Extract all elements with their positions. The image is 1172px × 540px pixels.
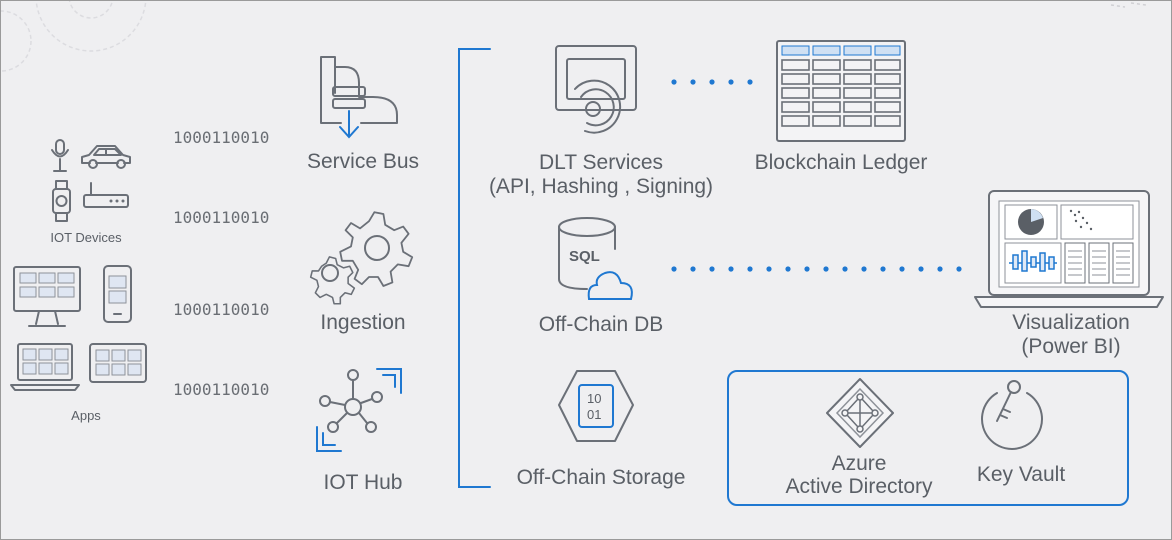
key-vault-icon (981, 380, 1043, 450)
dlt-services-icon (555, 45, 637, 134)
visualization-label-line2: (Power BI) (1021, 335, 1121, 358)
visualization-laptop-icon (974, 190, 1164, 308)
phone-icon (103, 265, 132, 323)
storage-bits-1: 10 (587, 391, 601, 406)
off-chain-db-label: Off-Chain DB (538, 313, 664, 336)
laptop-icon (10, 343, 80, 391)
sql-text: SQL (569, 248, 600, 265)
binary-stream: 1000110010 (173, 128, 269, 147)
key-vault-label: Key Vault (976, 463, 1066, 486)
storage-bits-2: 01 (587, 407, 601, 422)
sql-database-icon: SQL (558, 217, 633, 300)
azure-ad-label-line2: Active Directory (785, 475, 933, 498)
iot-hub-icon (316, 368, 402, 452)
monitor-icon (13, 266, 81, 327)
visualization-label-line1: Visualization (1012, 311, 1130, 334)
background-gear-icon-right (1110, 2, 1147, 8)
car-icon (81, 145, 131, 169)
azure-ad-label-line1: Azure (831, 452, 887, 475)
dlt-to-ledger-connector (671, 79, 753, 85)
ingestion-gears-icon (309, 211, 414, 305)
ingestion-label: Ingestion (320, 311, 406, 334)
services-bracket (458, 48, 491, 488)
security-group-box (727, 370, 1129, 506)
dlt-services-label-line2: (API, Hashing , Signing) (488, 175, 714, 198)
iot-devices-label: IOT Devices (50, 230, 122, 245)
apps-label: Apps (71, 408, 101, 423)
service-bus-label: Service Bus (306, 150, 420, 173)
blockchain-ledger-icon (776, 40, 906, 142)
db-to-visualization-connector (671, 266, 962, 272)
azure-active-directory-icon (826, 378, 894, 448)
binary-stream: 1000110010 (173, 208, 269, 227)
microphone-icon (51, 139, 69, 172)
router-icon (83, 182, 129, 208)
tablet-icon (89, 343, 147, 383)
off-chain-storage-icon: 10 01 (558, 370, 634, 442)
iot-hub-label: IOT Hub (323, 471, 403, 494)
binary-stream: 1000110010 (173, 300, 269, 319)
background-gear-icon (1, 1, 147, 72)
watch-icon (52, 180, 71, 222)
dlt-services-label-line1: DLT Services (538, 151, 664, 174)
binary-stream: 1000110010 (173, 380, 269, 399)
blockchain-ledger-label: Blockchain Ledger (754, 151, 928, 174)
service-bus-icon (320, 56, 398, 139)
off-chain-storage-label: Off-Chain Storage (516, 466, 686, 489)
